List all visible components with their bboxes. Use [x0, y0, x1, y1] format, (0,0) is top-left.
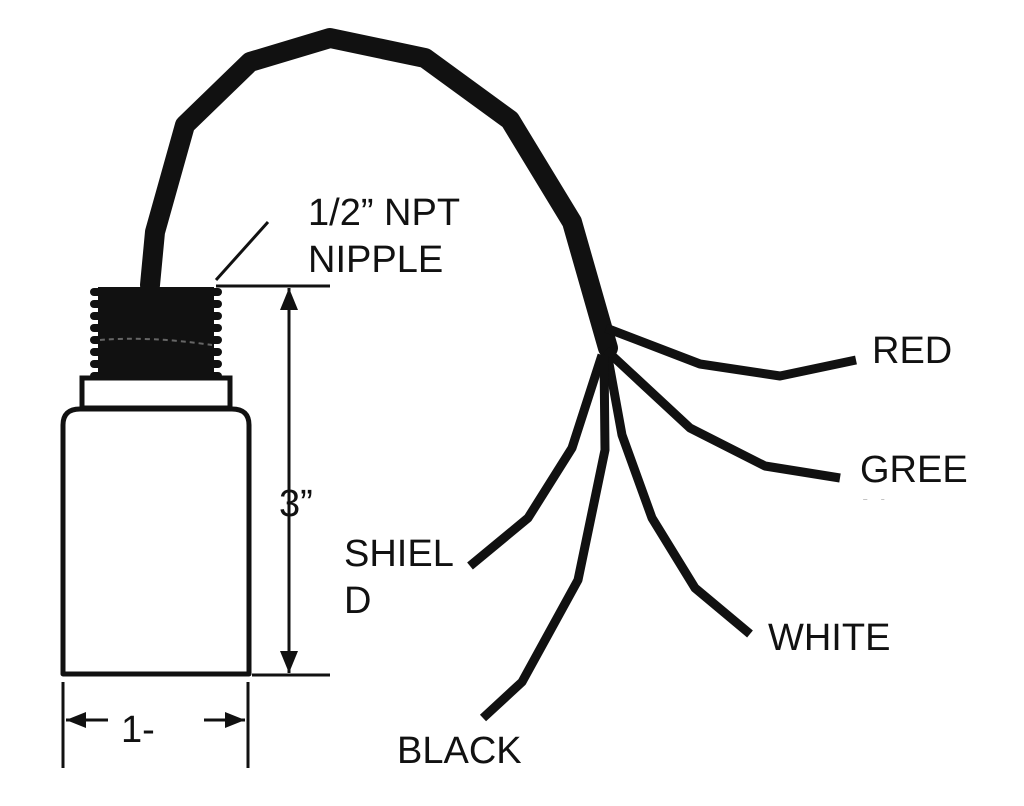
arrow-right-icon: [225, 712, 245, 728]
nipple-label-line1: 1/2” NPT: [308, 192, 460, 234]
arrow-up-icon: [280, 288, 298, 310]
nipple-label-line2: NIPPLE: [308, 239, 443, 281]
wire-black: [479, 354, 610, 722]
main-cable: [140, 28, 618, 358]
wire-label-red: RED: [872, 330, 952, 372]
width-label: 1-: [121, 709, 155, 751]
label-clip-mask: [850, 500, 970, 540]
wire-label-white: WHITE: [768, 617, 890, 659]
npt-nipple: [90, 287, 222, 380]
arrow-down-icon: [280, 651, 298, 673]
sensor-body: [60, 406, 252, 677]
collar: [79, 375, 233, 411]
wire-red: [604, 323, 857, 381]
width-dimension: [61, 682, 250, 768]
height-label: 3”: [279, 483, 313, 525]
nipple-leader-line: [214, 220, 270, 282]
wire-green: [602, 346, 841, 483]
height-dimension: [216, 284, 330, 677]
wire-label-shield-line1: SHIEL: [344, 533, 454, 575]
wire-label-black: BLACK: [397, 730, 522, 772]
wire-label-green-line1: GREE: [860, 449, 968, 491]
wire-shield: [467, 353, 607, 570]
wire-white: [603, 357, 753, 638]
wire-label-shield-line2: D: [344, 580, 371, 622]
arrow-left-icon: [66, 712, 86, 728]
